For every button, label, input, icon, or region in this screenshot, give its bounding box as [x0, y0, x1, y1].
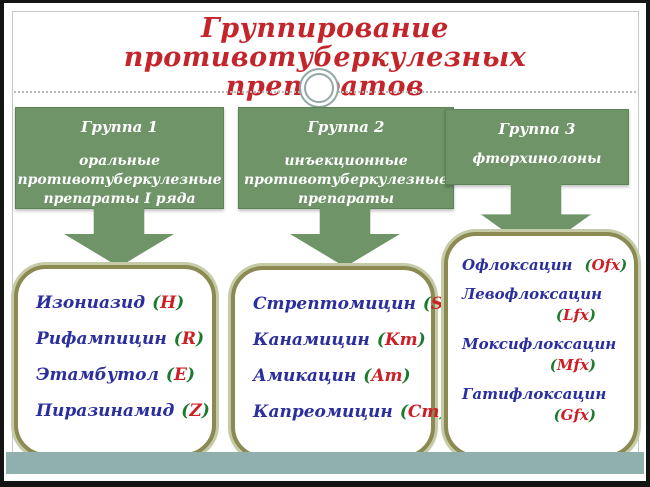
drug-abbr: Lfx	[562, 306, 589, 324]
group1-drug-list: Изониазид(H) Рифампицин(R) Этамбутол(E) …	[18, 269, 212, 421]
paren-close: )	[588, 406, 596, 424]
footer-accent-bar	[6, 452, 644, 474]
group2-drug-list: Стрептомицин(S) Канамицин(Km) Амикацин(A…	[235, 270, 451, 422]
paren-close: )	[176, 293, 185, 313]
group1-down-arrow-icon	[64, 207, 174, 267]
paren-close: )	[195, 329, 205, 349]
slide-title-line1: Группирование противотуберкулезных	[123, 13, 527, 74]
paren-close: )	[620, 256, 628, 274]
drug-item: Этамбутол (E)	[36, 365, 206, 385]
group1-desc-line2: противотуберкулезные	[17, 171, 222, 188]
paren-close: )	[439, 402, 447, 422]
drug-abbr: E	[173, 365, 187, 385]
drug-name: Пиразинамид	[36, 401, 175, 421]
drug-abbr: Am	[371, 366, 403, 386]
group2-drugs-box: Стрептомицин(S) Канамицин(Km) Амикацин(A…	[231, 266, 451, 459]
drug-name: Этамбутол	[36, 365, 159, 385]
paren-open: (	[173, 329, 182, 349]
drug-name: Гатифлоксацин	[462, 385, 607, 403]
group2-desc-line1: инъекционные	[284, 153, 408, 169]
drug-item: Офлоксацин (Ofx)	[462, 256, 628, 274]
group3-description: фторхинолоны	[446, 150, 628, 169]
drug-item: Капреомицин (Cm)	[253, 402, 447, 422]
group2-description: инъекционные противотуберкулезные препар…	[239, 152, 453, 209]
group3-drug-list: Офлоксацин(Ofx) Левофлоксацин(Lfx) Мокси…	[448, 236, 634, 424]
paren-open: (	[555, 306, 563, 324]
group1-label: Группа 1	[80, 118, 158, 136]
paren-close: )	[588, 306, 596, 324]
drug-name: Стрептомицин	[253, 294, 416, 314]
drug-abbr: Km	[384, 330, 418, 350]
group1-drugs-box: Изониазид(H) Рифампицин(R) Этамбутол(E) …	[14, 265, 216, 457]
drug-name: Левофлоксацин	[462, 285, 603, 303]
drug-name: Капреомицин	[253, 402, 393, 422]
drug-abbr: Z	[189, 401, 202, 421]
paren-open: (	[152, 293, 161, 313]
drug-name: Канамицин	[253, 330, 370, 350]
paren-open: (	[553, 406, 561, 424]
drug-abbr: H	[160, 293, 177, 313]
drug-abbr: Mfx	[556, 356, 589, 374]
drug-name: Моксифлоксацин	[462, 335, 617, 353]
group2-label: Группа 2	[307, 118, 385, 136]
paren-open: (	[376, 330, 385, 350]
drug-item: Стрептомицин(S)	[253, 294, 451, 314]
group3-desc-line1: фторхинолоны	[472, 151, 602, 167]
paren-open: (	[549, 356, 557, 374]
drug-item: Левофлоксацин (Lfx)	[462, 285, 626, 324]
drug-name: Рифампицин	[36, 329, 167, 349]
drug-abbr: Cm	[407, 402, 440, 422]
drug-name: Амикацин	[253, 366, 357, 386]
group1-desc-line1: оральные	[78, 153, 161, 169]
group1-description: оральные противотуберкулезные препараты …	[16, 152, 223, 209]
drug-item: Амикацин (Am)	[253, 366, 425, 386]
drug-item: Рифампицин (R)	[36, 329, 206, 349]
paren-open: (	[363, 366, 372, 386]
drug-name: Изониазид	[36, 293, 146, 313]
group3-header-box: Группа 3 фторхинолоны	[445, 109, 629, 185]
group2-desc-line3: препараты	[297, 190, 395, 207]
drug-abbr: S	[430, 294, 444, 314]
group2-header-box: Группа 2 инъекционные противотуберкулезн…	[238, 107, 454, 209]
drug-item: Гатифлоксацин (Gfx)	[462, 385, 626, 424]
drug-abbr: R	[181, 329, 196, 349]
drug-name: Офлоксацин	[462, 256, 573, 274]
paren-close: )	[588, 356, 596, 374]
paren-close: )	[402, 366, 411, 386]
group3-drugs-box: Офлоксацин(Ofx) Левофлоксацин(Lfx) Мокси…	[444, 232, 638, 458]
paren-open: (	[399, 402, 408, 422]
drug-abbr: Gfx	[560, 406, 589, 424]
group3-label: Группа 3	[498, 120, 576, 138]
circle-ornament-icon	[304, 73, 334, 103]
group1-header-box: Группа 1 оральные противотуберкулезные п…	[15, 107, 224, 209]
paren-open: (	[181, 401, 190, 421]
group1-desc-line3: препараты I ряда	[43, 190, 196, 207]
paren-close: )	[417, 330, 426, 350]
paren-open: (	[584, 256, 592, 274]
slide: Группирование противотуберкулезных препа…	[4, 3, 646, 481]
drug-item: Моксифлоксацин (Mfx)	[462, 335, 626, 374]
group2-desc-line2: противотуберкулезные	[243, 171, 449, 188]
group2-down-arrow-icon	[290, 207, 400, 267]
drug-item: Изониазид (H)	[36, 293, 206, 313]
paren-open: (	[165, 365, 174, 385]
drug-item: Канамицин (Km)	[253, 330, 426, 350]
paren-close: )	[201, 401, 210, 421]
drug-item: Пиразинамид (Z)	[36, 401, 210, 421]
drug-abbr: Ofx	[591, 256, 621, 274]
paren-open: (	[422, 294, 431, 314]
paren-close: )	[186, 365, 195, 385]
